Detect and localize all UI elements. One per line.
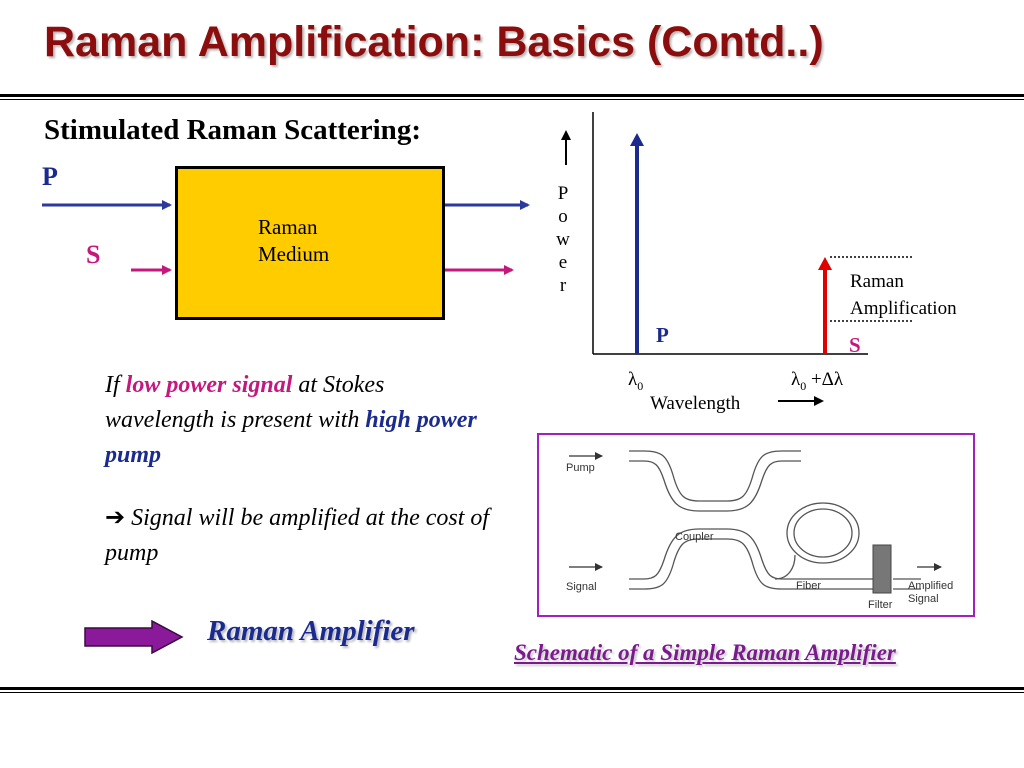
annotation-line1: Raman [850,271,904,292]
spectrum-signal-label: S [849,333,861,357]
schematic-drawing [569,450,942,594]
tick-lambda1-subscript: 0 [800,378,807,393]
schematic-caption: Schematic of a Simple Raman Amplifier [514,640,896,665]
para1-highlight-pump: high power pump [105,407,477,468]
power-axis-letter: P [557,183,569,204]
page-title: Raman Amplification: Basics (Contd..) [44,18,824,66]
amplified-line1: Amplified [908,580,954,592]
amplifier-schematic: Pump Coupler Signal Fiber Filter Amplifi… [537,433,975,617]
spectrum-pump-label: P [656,323,669,347]
raman-medium-box [175,166,445,320]
signal-label: S [86,240,101,269]
amplified-line2: Signal [908,593,939,605]
right-arrow-icon: ➔ [105,503,126,531]
purple-arrow-icon [84,620,184,654]
footer-divider-thin [0,692,1024,693]
explanation-paragraph: If low power signal at Stokes wavelength… [105,368,495,473]
schematic-fiber-label: Fiber [796,580,822,592]
pump-spectral-arrowhead [630,133,644,146]
section-subtitle: Stimulated Raman Scattering: [44,114,421,146]
raman-medium-label: Raman Medium [258,214,378,268]
annotation-line2: Amplification [850,298,957,319]
result-paragraph: ➔ Signal will be amplified at the cost o… [105,500,495,571]
pump-label: P [42,162,58,191]
power-axis-letter: r [559,275,567,296]
header-divider-thin [0,99,1024,100]
power-axis-letter: e [558,252,568,273]
medium-label-line1: Raman [258,215,318,239]
schematic-amplified-signal-label: Amplified Signal [908,580,953,606]
header-divider [0,94,1024,97]
schematic-pump-label: Pump [566,462,595,474]
filter-block [872,544,892,594]
x-axis-label: Wavelength [650,393,741,414]
para1-text-a: If [105,372,126,398]
tick-lambda0: λ0 [628,369,643,394]
para1-text-c: at Stokes wavelength is present with [105,372,385,433]
schematic-signal-label: Signal [566,581,597,593]
tick-lambda0-symbol: λ [628,369,638,390]
schematic-filter-label: Filter [868,599,893,611]
footer-divider [0,687,1024,690]
tick-lambda0-subscript: 0 [637,378,644,393]
tick-lambda1: λ0 +Δλ [791,369,843,394]
tick-lambda1-symbol: λ [791,369,801,390]
para1-highlight-signal: low power signal [125,372,293,398]
raman-amplifier-label: Raman Amplifier [207,615,415,647]
tick-lambda1-offset: +Δλ [806,369,844,390]
raman-amplification-annotation: Raman Amplification [850,268,957,322]
medium-label-line2: Medium [258,242,330,266]
power-axis-letter: w [556,229,570,250]
power-axis-letter: o [558,206,568,227]
schematic-coupler-label: Coupler [675,531,714,543]
signal-spectral-arrowhead [818,257,832,270]
result-text: Signal will be amplified at the cost of … [105,505,490,566]
